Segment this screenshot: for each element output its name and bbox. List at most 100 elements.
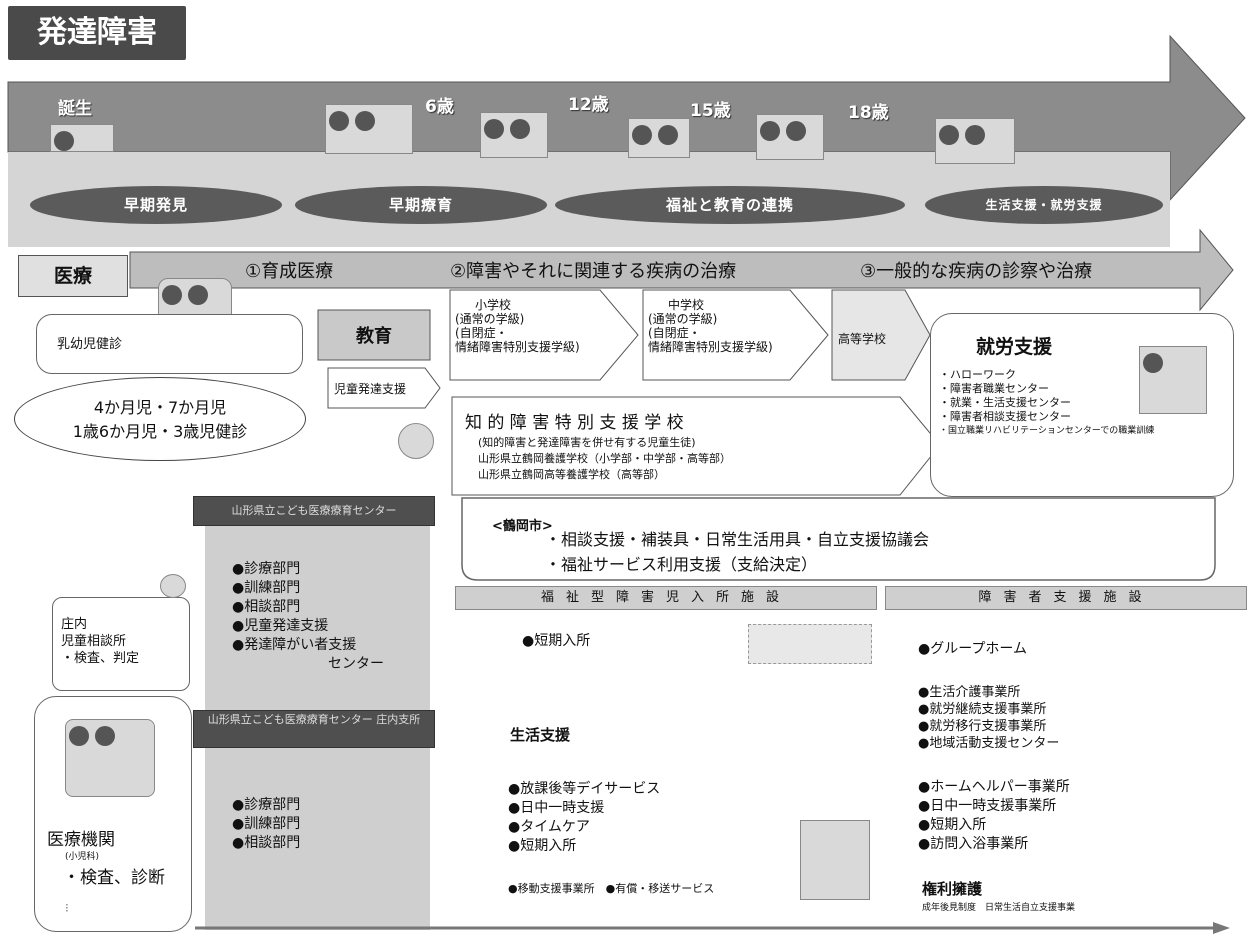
high-school: 高等学校 bbox=[838, 332, 887, 346]
right-group2: ●生活介護事業所 ●就労継続支援事業所 ●就労移行支援事業所 ●地域活動支援セン… bbox=[918, 684, 1059, 752]
right-service-item: ●短期入所 bbox=[918, 817, 987, 833]
building-icon bbox=[160, 574, 186, 598]
facility-right-header: 障害者支援施設 bbox=[885, 586, 1247, 610]
tsuruoka-item: ・相談支援・補装具・日常生活用具・自立支援協議会 bbox=[545, 530, 930, 549]
child-dev-support-label: 児童発達支援 bbox=[334, 382, 407, 396]
students-illustration bbox=[756, 114, 824, 160]
right-service-item: ●就労継続支援事業所 bbox=[918, 702, 1047, 717]
clinic-detail: ・検査、診断 bbox=[63, 868, 165, 888]
clinic-sub: (小児科) bbox=[65, 852, 100, 862]
phase-early-therapy: 早期療育 bbox=[295, 186, 547, 224]
center1-list: ●診療部門 ●訓練部門 ●相談部門 ●児童発達支援 ●発達障がい者支援 センター bbox=[232, 560, 384, 674]
tsuruoka-label: <鶴岡市> bbox=[492, 519, 553, 534]
elementary-title: 小学校 bbox=[475, 298, 512, 312]
medical-item-1: ①育成医療 bbox=[245, 261, 334, 282]
age-label-12: 12歳 bbox=[568, 95, 609, 115]
center1-header: 山形県立こども医療療育センター bbox=[193, 496, 435, 526]
life-support-item: ●放課後等デイサービス bbox=[508, 781, 661, 797]
students-illustration bbox=[628, 118, 690, 158]
children-illustration bbox=[480, 112, 548, 158]
rights-title: 権利擁護 bbox=[922, 880, 983, 898]
doctor-patient-illustration bbox=[65, 719, 155, 797]
center2-item: ●訓練部門 bbox=[232, 816, 301, 832]
employment-title: 就労支援 bbox=[976, 336, 1053, 358]
checkup-oval: 4か月児・7か月児 1歳6か月児・3歳児健診 bbox=[14, 377, 306, 461]
reading-child-illustration bbox=[398, 423, 434, 459]
medical-item-3: ③一般的な疾病の診察や治療 bbox=[860, 261, 1093, 282]
short-stay: ●短期入所 bbox=[522, 633, 591, 649]
elementary-line: 情緒障害特別支援学級) bbox=[455, 340, 580, 354]
facility-building-illustration bbox=[748, 624, 872, 664]
checkup-line-1: 4か月児・7か月児 bbox=[93, 398, 227, 417]
phase-early-detection: 早期発見 bbox=[30, 186, 282, 224]
infant-checkup-box: 乳幼児健診 bbox=[36, 314, 303, 374]
employment-item: ・障害者職業センター bbox=[939, 382, 1049, 395]
consult-line: ・検査、判定 bbox=[61, 651, 140, 666]
life-support-bottom: ●移動支援事業所 ●有償・移送サービス bbox=[508, 882, 715, 895]
junior-high-school: 中学校 (通常の学級) (自閉症・ 情緒障害特別支援学級) bbox=[648, 298, 773, 354]
age-label-birth: 誕生 bbox=[58, 99, 92, 119]
right-service-item: ●就労移行支援事業所 bbox=[918, 719, 1047, 734]
special-school-title: 知 的 障 害 特 別 支 援 学 校 bbox=[465, 413, 684, 433]
consult-line: 児童相談所 bbox=[61, 634, 127, 649]
right-service-item: ●日中一時支援事業所 bbox=[918, 798, 1057, 814]
special-school-line: (知的障害と発達障害を併せ有する児童生徒) bbox=[478, 436, 696, 449]
adults-illustration bbox=[935, 118, 1015, 164]
rights-sub: 成年後見制度 日常生活自立支援事業 bbox=[922, 903, 1076, 913]
center2-header: 山形県立こども医療療育センター 庄内支所 bbox=[193, 710, 435, 748]
right-service-item: ●ホームヘルパー事業所 bbox=[918, 779, 1070, 795]
facility-left-header: 福祉型障害児入所施設 bbox=[455, 586, 877, 610]
employment-item: ・障害者相談支援センター bbox=[939, 410, 1071, 423]
junior-high-line: (自閉症・ bbox=[648, 326, 701, 340]
junior-high-title: 中学校 bbox=[668, 298, 705, 312]
center1-item: ●児童発達支援 bbox=[232, 618, 329, 634]
consult-text: 庄内 児童相談所 ・検査、判定 bbox=[61, 616, 139, 667]
tsuruoka-item: ・福祉サービス利用支援（支給決定） bbox=[545, 555, 818, 574]
employment-item: ・国立職業リハビリテーションセンターでの職業訓練 bbox=[939, 426, 1155, 436]
ellipsis-icon: ⁝ bbox=[65, 901, 69, 915]
right-service-item: ●訪問入浴事業所 bbox=[918, 836, 1029, 852]
elementary-school: 小学校 (通常の学級) (自閉症・ 情緒障害特別支援学級) bbox=[455, 298, 580, 354]
house-illustration bbox=[800, 820, 870, 900]
elementary-line: (自閉症・ bbox=[455, 326, 508, 340]
special-school-line: 山形県立鶴岡高等養護学校（高等部） bbox=[478, 468, 665, 481]
life-support-item: ●日中一時支援 bbox=[508, 800, 605, 816]
office-illustration bbox=[1139, 346, 1207, 414]
age-label-6: 6歳 bbox=[425, 97, 454, 117]
medical-item-2: ②障害やそれに関連する疾病の治療 bbox=[450, 261, 737, 282]
consult-line: 庄内 bbox=[61, 617, 88, 632]
elementary-line: (通常の学級) bbox=[455, 312, 525, 326]
employment-box: 就労支援 ・ハローワーク ・障害者職業センター ・就業・生活支援センター ・障害… bbox=[930, 313, 1234, 497]
junior-high-line: (通常の学級) bbox=[648, 312, 718, 326]
consult-center-box: 庄内 児童相談所 ・検査、判定 bbox=[52, 597, 190, 691]
life-support-item: ●短期入所 bbox=[508, 838, 577, 854]
center1-item: センター bbox=[328, 656, 384, 672]
center2-item: ●診療部門 bbox=[232, 797, 301, 813]
education-label: 教育 bbox=[356, 326, 392, 347]
life-support-title: 生活支援 bbox=[510, 726, 571, 744]
junior-high-line: 情緒障害特別支援学級) bbox=[648, 340, 773, 354]
center1-item: ●相談部門 bbox=[232, 599, 301, 615]
medical-label: 医療 bbox=[18, 255, 128, 297]
center1-item: ●診療部門 bbox=[232, 561, 301, 577]
right-group3: ●ホームヘルパー事業所 ●日中一時支援事業所 ●短期入所 ●訪問入浴事業所 bbox=[918, 778, 1070, 854]
clinic-box: 医療機関 (小児科) ・検査、診断 ⁝ bbox=[34, 696, 192, 932]
clinic-title: 医療機関 bbox=[47, 830, 115, 850]
age-label-15: 15歳 bbox=[690, 101, 731, 121]
right-service-item: ●地域活動支援センター bbox=[918, 736, 1060, 751]
age-label-18: 18歳 bbox=[848, 103, 889, 123]
special-school-line: 山形県立鶴岡養護学校（小学部・中学部・高等部） bbox=[478, 452, 731, 465]
phase-life-employment: 生活支援・就労支援 bbox=[925, 186, 1163, 224]
center1-item: ●発達障がい者支援 bbox=[232, 637, 357, 653]
employment-list: ・ハローワーク ・障害者職業センター ・就業・生活支援センター ・障害者相談支援… bbox=[939, 368, 1154, 438]
phase-welfare-education: 福祉と教育の連携 bbox=[555, 186, 905, 224]
life-support-item: ●タイムケア bbox=[508, 819, 590, 835]
checkup-line-2: 1歳6か月児・3歳児健診 bbox=[72, 422, 248, 441]
baby-illustration bbox=[50, 124, 114, 152]
employment-item: ・ハローワーク bbox=[939, 368, 1016, 381]
life-support-list: ●放課後等デイサービス ●日中一時支援 ●タイムケア ●短期入所 bbox=[508, 780, 660, 856]
center2-list: ●診療部門 ●訓練部門 ●相談部門 bbox=[232, 796, 300, 853]
infant-checkup-label: 乳幼児健診 bbox=[57, 337, 123, 352]
page-title: 発達障害 bbox=[8, 6, 186, 60]
